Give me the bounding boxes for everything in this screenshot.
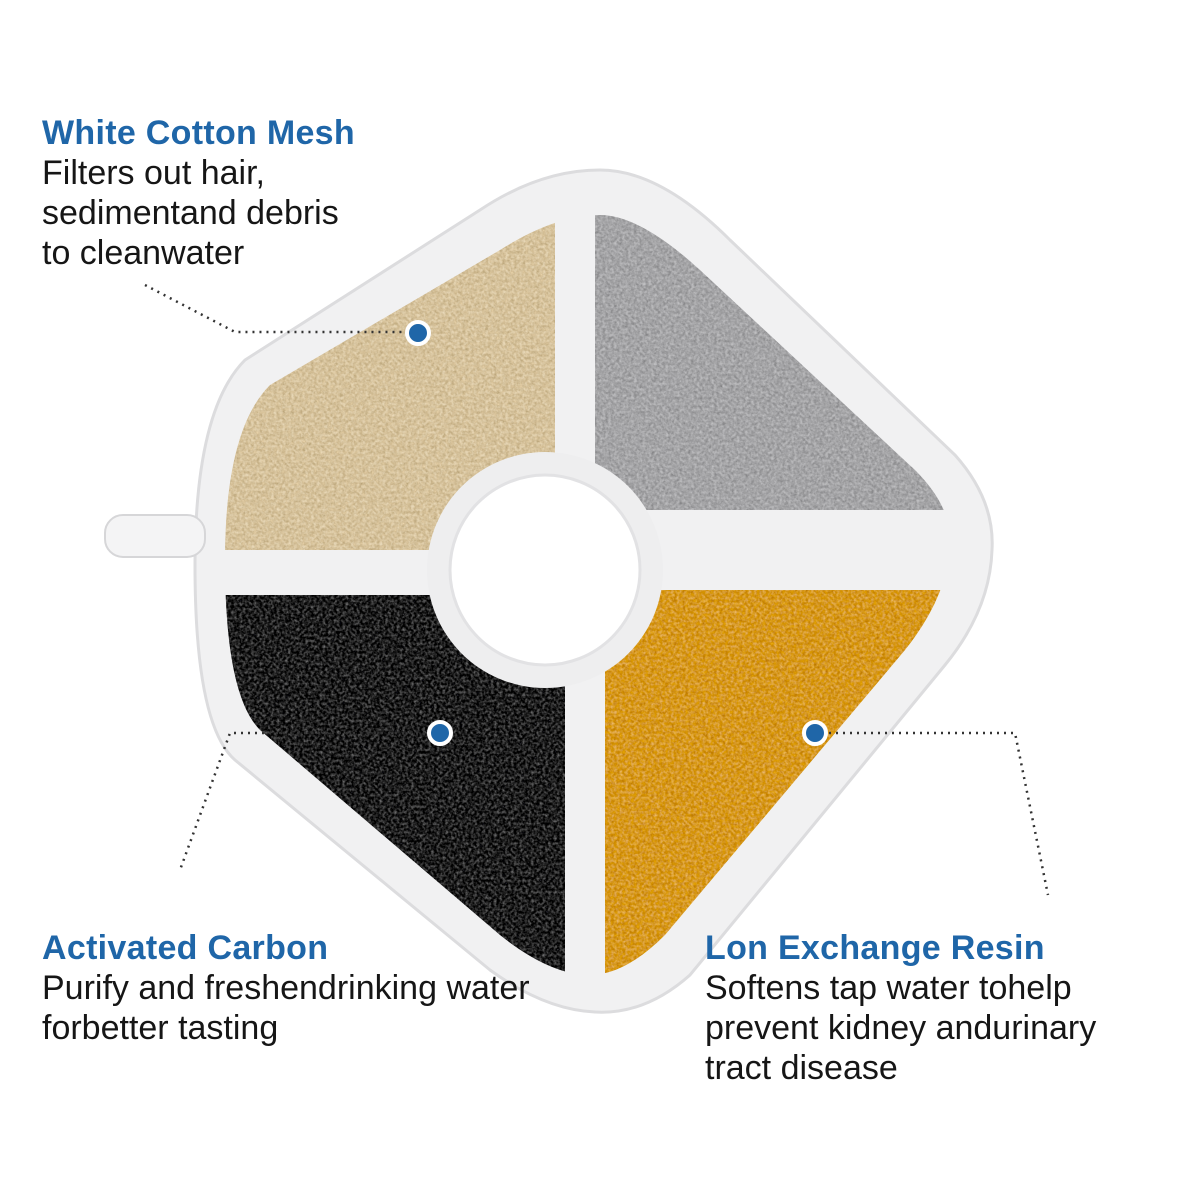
callout-text: Purify and freshendrinking water [42, 969, 530, 1007]
filter-tab [104, 514, 206, 558]
center-hole [448, 473, 642, 667]
cotton-marker-icon [405, 320, 431, 346]
callout-activated-carbon: Activated Carbon Purify and freshendrink… [42, 928, 530, 1048]
callout-text: sedimentand debris [42, 194, 339, 232]
callout-text: to cleanwater [42, 234, 245, 272]
leader-lines [144, 283, 1050, 896]
resin-marker-icon [802, 720, 828, 746]
callout-text: prevent kidney andurinary [705, 1009, 1097, 1047]
callout-text: Softens tap water tohelp [705, 969, 1072, 1007]
callout-title: Lon Exchange Resin [705, 929, 1045, 967]
callout-ion-exchange-resin: Lon Exchange Resin Softens tap water toh… [705, 928, 1096, 1088]
callout-title: Activated Carbon [42, 929, 329, 967]
callout-title: White Cotton Mesh [42, 114, 355, 152]
marker-dots [405, 320, 828, 746]
callout-text: tract disease [705, 1049, 898, 1087]
callout-text: Filters out hair, [42, 154, 265, 192]
callout-white-cotton-mesh: White Cotton Mesh Filters out hair, sedi… [42, 113, 355, 273]
carbon-marker-icon [427, 720, 453, 746]
callout-text: forbetter tasting [42, 1009, 279, 1047]
